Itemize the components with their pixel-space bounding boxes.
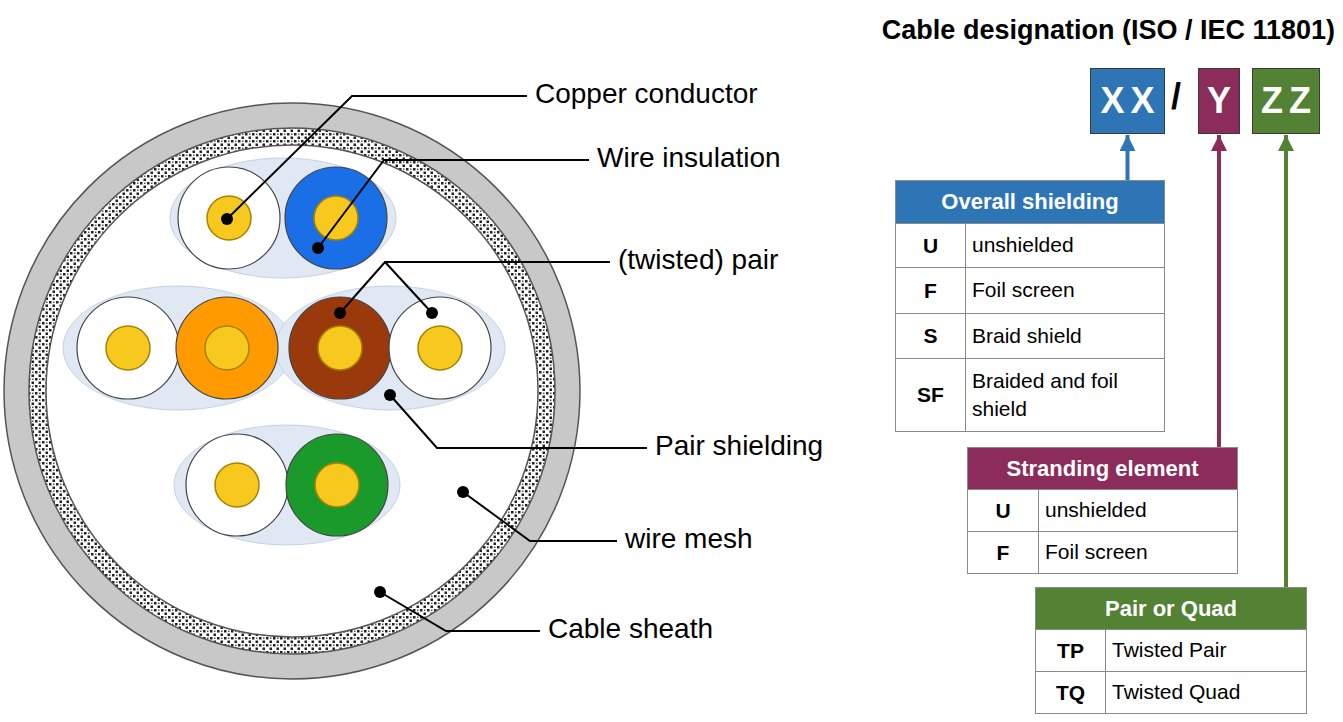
code-meaning: Braid shield <box>972 322 1082 350</box>
table-cell: F <box>968 532 1039 573</box>
table-row: Uunshielded <box>896 223 1164 267</box>
table-row: S Braid shield <box>896 313 1164 358</box>
wire-insulation <box>77 167 491 536</box>
code-meaning: Foil screen <box>1045 538 1148 566</box>
table-header: Overall shielding <box>896 181 1164 223</box>
table-cell: Braid shield <box>966 314 1164 358</box>
table-cell: TP <box>1036 630 1106 671</box>
diagram-title: Cable designation (ISO / IEC 11801) <box>882 15 1335 46</box>
wire-mesh <box>29 128 555 654</box>
table-cell: U <box>968 490 1039 531</box>
table-row: F Foil screen <box>896 267 1164 313</box>
part-label: Wire insulation <box>597 142 781 174</box>
code-table: Stranding elementUunshieldedF Foil screen <box>967 447 1238 574</box>
table-header: Stranding element <box>968 448 1237 489</box>
code-box: ZZ <box>1252 68 1320 134</box>
table-cell: unshielded <box>966 224 1164 267</box>
table-heading: Stranding element <box>1007 456 1199 482</box>
table-cell: Twisted Quad <box>1106 672 1306 713</box>
code-meaning: unshielded <box>1045 496 1147 524</box>
leader-dot <box>221 213 469 598</box>
part-label: (twisted) pair <box>618 244 778 276</box>
cable-sheath <box>4 103 580 679</box>
cable-core <box>46 145 538 637</box>
table-cell: U <box>896 224 966 267</box>
table-heading: Pair or Quad <box>1105 596 1237 622</box>
table-cell: Braided and foil shield <box>966 359 1164 431</box>
table-header: Pair or Quad <box>1036 588 1306 629</box>
code-letter: S <box>923 324 937 348</box>
table-cell: Foil screen <box>1039 532 1237 573</box>
part-label: Copper conductor <box>535 78 758 110</box>
table-row: Uunshielded <box>968 489 1237 531</box>
part-label: wire mesh <box>625 523 753 555</box>
code-letter: U <box>923 234 938 258</box>
table-cell: F <box>896 268 966 313</box>
part-label: Cable sheath <box>548 613 713 645</box>
separator-slash: / <box>1171 76 1181 118</box>
table-row: TP Twisted Pair <box>1036 629 1306 671</box>
code-letter: F <box>924 279 937 303</box>
pair-shield <box>63 286 293 410</box>
code-letter: SF <box>917 383 944 407</box>
pair-shield <box>174 425 400 545</box>
table-cell: unshielded <box>1039 490 1237 531</box>
table-cell: TQ <box>1036 672 1106 713</box>
code-table: Overall shieldingUunshieldedFFoil screen… <box>895 180 1165 432</box>
code-letter: F <box>997 541 1010 565</box>
code-letter: TP <box>1057 639 1084 663</box>
table-cell: Twisted Pair <box>1106 630 1306 671</box>
code-letters: ZZ <box>1261 80 1317 122</box>
code-letters: Y <box>1207 80 1237 122</box>
code-letters: XX <box>1100 80 1160 122</box>
table-heading: Overall shielding <box>941 189 1118 215</box>
table-row: F Foil screen <box>968 531 1237 573</box>
designation-arrow <box>1217 135 1221 447</box>
code-box: XX <box>1090 68 1165 134</box>
pair-shield <box>275 286 505 410</box>
designation-arrow <box>1284 135 1288 587</box>
code-letter: TQ <box>1056 681 1085 705</box>
table-cell: SF <box>896 359 966 431</box>
part-label: Pair shielding <box>655 430 823 462</box>
code-meaning: Foil screen <box>972 276 1075 304</box>
table-cell: Foil screen <box>966 268 1164 313</box>
copper-conductor <box>106 196 462 507</box>
code-meaning: Twisted Quad <box>1112 678 1240 706</box>
table-row: TQ Twisted Quad <box>1036 671 1306 713</box>
code-box: Y <box>1198 68 1240 134</box>
table-cell: S <box>896 314 966 358</box>
code-table: Pair or QuadTP Twisted PairTQ Twisted Quad <box>1035 587 1307 714</box>
pair-shield <box>170 158 396 278</box>
code-meaning: Twisted Pair <box>1112 636 1226 664</box>
leader-line <box>227 96 647 631</box>
table-row: SF Braided and foil shield <box>896 358 1164 431</box>
code-letter: U <box>995 499 1010 523</box>
designation-arrow <box>1126 135 1130 180</box>
code-meaning: unshielded <box>972 231 1074 259</box>
code-meaning: Braided and foil shield <box>972 367 1158 424</box>
